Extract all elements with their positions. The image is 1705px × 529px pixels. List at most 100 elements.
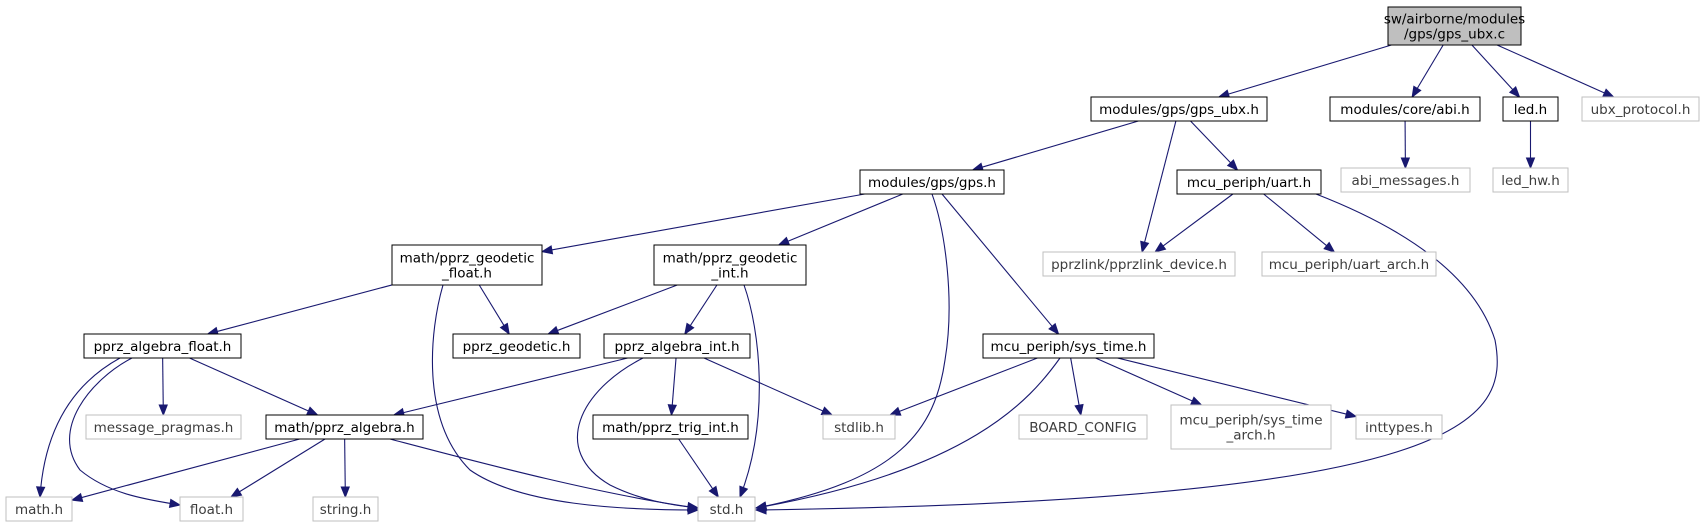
edge-algebra-int-h-to-trig-int-h-line [671,357,677,407]
edge-abi-h-to-abi-messages-h [1400,120,1411,170]
node-message-pragmas-h-box [85,414,242,440]
edge-algebra-int-h-to-algebra-h [392,357,628,418]
node-algebra-float-h-box [83,333,242,359]
node-uart-h[interactable]: mcu_periph/uart.h [1176,169,1322,195]
node-gps-h-label-line: modules/gps/gps.h [868,175,996,191]
edge-sys-time-h-to-board-config [1070,357,1084,417]
node-led-h[interactable]: led.h [1502,96,1559,122]
edge-algebra-float-h-to-message-pragmas-h-arrowhead [158,404,168,417]
edge-sys-time-h-to-board-config-arrowhead [1074,403,1084,417]
node-uart-arch-h-box [1261,251,1437,277]
edge-geodetic-float-h-to-geodetic-h-arrowhead [499,322,510,336]
edge-geodetic-float-h-to-algebra-float-h-line [216,284,393,333]
edge-gps-h-to-std-h-line [755,193,950,509]
node-geodetic-float-h-label-line: _float.h [441,266,492,282]
edge-uart-h-to-uart-arch-h-arrowhead [1323,241,1336,253]
node-gps-h[interactable]: modules/gps/gps.h [859,169,1005,195]
node-algebra-h[interactable]: math/pprz_algebra.h [265,414,424,440]
node-float-h-box [179,496,244,522]
edge-uart-h-to-pprzlink-device-h-arrowhead [1154,241,1167,253]
edge-gps-ubx-c-to-gps-ubx-h [1217,44,1392,99]
node-geodetic-int-h-label-line: _int.h [710,266,748,282]
edges-layer [35,44,1615,515]
edge-gps-h-to-geodetic-int-h-arrowhead [777,236,791,246]
edge-gps-h-to-geodetic-int-h [777,193,904,246]
node-uart-arch-h: mcu_periph/uart_arch.h [1261,251,1437,277]
node-algebra-int-h[interactable]: pprz_algebra_int.h [603,333,751,359]
node-geodetic-float-h[interactable]: math/pprz_geodetic_float.h [391,244,543,286]
edge-algebra-int-h-to-trig-int-h [667,357,678,417]
node-abi-h-label-line: modules/core/abi.h [1340,102,1469,118]
edge-gps-ubx-c-to-ubx-protocol-h-line [1496,44,1606,94]
edge-gps-h-to-geodetic-float-h-arrowhead [540,245,554,255]
node-std-h: std.h [697,496,756,522]
node-math-h-box [5,496,73,522]
node-geodetic-h-label-line: pprz_geodetic.h [463,339,571,355]
node-string-h: string.h [312,496,379,522]
node-algebra-float-h[interactable]: pprz_algebra_float.h [83,333,242,359]
node-led-hw-h-box [1492,167,1569,193]
edge-algebra-float-h-to-float-h-line [69,357,181,506]
edge-algebra-h-to-float-h-line [238,438,326,493]
edge-algebra-float-h-to-algebra-h-arrowhead [306,406,319,416]
node-geodetic-h[interactable]: pprz_geodetic.h [452,333,581,359]
node-stdlib-h-box [822,414,896,440]
edge-gps-h-to-sys-time-h [941,193,1060,336]
edge-algebra-float-h-to-algebra-h [189,357,319,416]
edge-geodetic-float-h-to-std-h-line [431,284,699,511]
node-sys-time-h[interactable]: mcu_periph/sys_time.h [982,333,1155,359]
edge-algebra-h-to-std-h [389,438,700,512]
node-geodetic-int-h[interactable]: math/pprz_geodetic_int.h [653,244,807,286]
node-stdlib-h-label-line: stdlib.h [834,420,884,436]
node-uart-arch-h-label-line: mcu_periph/uart_arch.h [1269,257,1430,273]
edge-gps-ubx-h-to-pprzlink-device-h [1140,120,1177,254]
edge-sys-time-h-to-sys-time-arch-h-arrowhead [1189,396,1203,406]
edge-geodetic-float-h-to-geodetic-h-line [478,284,505,327]
edge-uart-h-to-pprzlink-device-h-line [1161,193,1234,248]
node-gps-h-box [859,169,1005,195]
edge-algebra-h-to-std-h-line [389,438,699,509]
node-abi-h[interactable]: modules/core/abi.h [1329,96,1481,122]
node-gps-ubx-c[interactable]: sw/airborne/modules/gps/gps_ubx.c [1384,6,1525,46]
node-geodetic-float-h-box [391,244,543,286]
node-board-config-label-line: BOARD_CONFIG [1029,420,1137,436]
edge-geodetic-int-h-to-geodetic-h-line [556,284,678,332]
node-inttypes-h: inttypes.h [1355,414,1443,440]
edge-gps-h-to-geodetic-float-h-line [550,193,865,251]
node-std-h-label-line: std.h [710,502,744,518]
node-led-h-box [1502,96,1559,122]
node-algebra-h-box [265,414,424,440]
node-trig-int-h[interactable]: math/pprz_trig_int.h [592,414,749,440]
edge-uart-h-to-uart-arch-h-line [1263,193,1328,247]
edge-sys-time-h-to-stdlib-h-line [898,357,1038,413]
node-sys-time-arch-h-label-line: mcu_periph/sys_time [1179,413,1322,429]
edge-algebra-h-to-string-h-line [344,438,346,489]
edge-algebra-h-to-math-h-arrowhead [70,492,84,502]
node-algebra-int-h-box [603,333,751,359]
node-algebra-h-label-line: math/pprz_algebra.h [274,420,414,436]
node-geodetic-h-box [452,333,581,359]
edge-gps-ubx-c-to-led-h-line [1471,44,1514,91]
edge-gps-ubx-h-to-gps-h-line [981,120,1139,168]
edge-algebra-float-h-to-math-h-line [39,357,121,498]
node-sys-time-h-box [982,333,1155,359]
node-sys-time-arch-h: mcu_periph/sys_time_arch.h [1170,404,1332,450]
node-gps-ubx-c-label-line: /gps/gps_ubx.c [1404,27,1505,43]
edge-gps-h-to-geodetic-float-h [540,193,865,255]
edge-sys-time-h-to-std-h-line [755,357,1061,509]
node-gps-ubx-h[interactable]: modules/gps/gps_ubx.h [1090,96,1268,122]
node-abi-messages-h-box [1340,167,1471,193]
node-sys-time-h-label-line: mcu_periph/sys_time.h [991,339,1147,355]
node-message-pragmas-h: message_pragmas.h [85,414,242,440]
edge-geodetic-int-h-to-algebra-int-h-arrowhead [684,322,695,336]
edge-sys-time-h-to-board-config-line [1070,357,1080,407]
edge-geodetic-int-h-to-std-h-line [739,284,760,498]
edge-trig-int-h-to-std-h-arrowhead [708,485,720,499]
node-sys-time-arch-h-box [1170,404,1332,450]
edge-algebra-h-to-math-h-line [80,438,300,499]
edge-geodetic-float-h-to-algebra-float-h [206,284,393,336]
node-std-h-box [697,496,756,522]
edge-algebra-h-to-math-h [70,438,300,502]
node-gps-ubx-c-label-line: sw/airborne/modules [1384,12,1525,28]
node-pprzlink-device-h-label-line: pprzlink/pprzlink_device.h [1051,257,1227,273]
